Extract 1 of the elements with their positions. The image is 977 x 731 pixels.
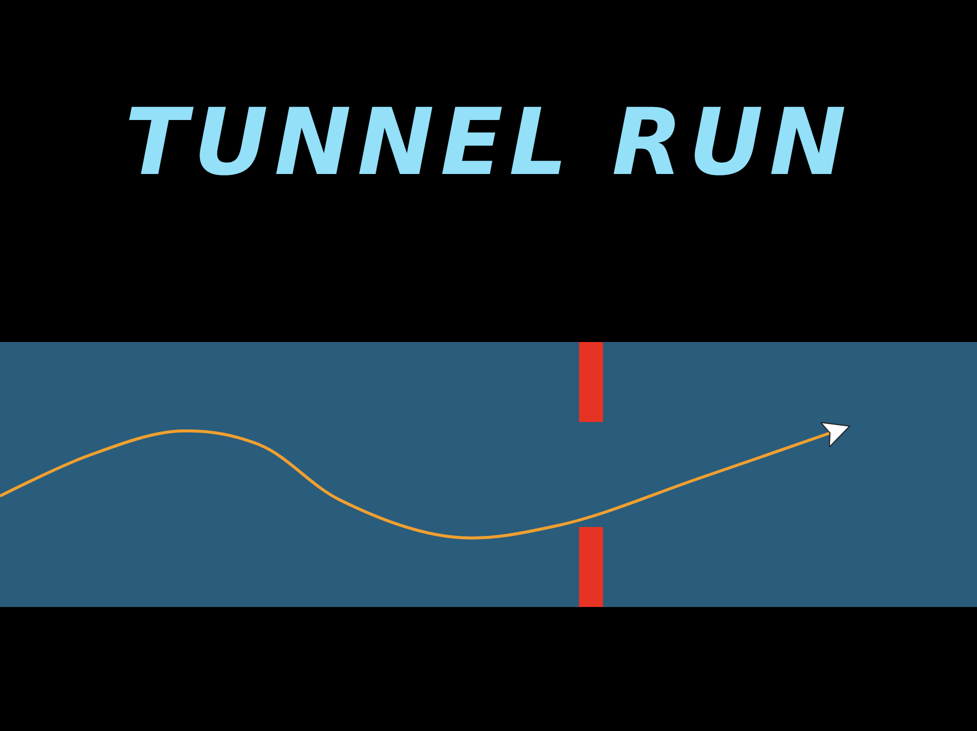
title: TUNNEL RUN <box>124 92 854 194</box>
